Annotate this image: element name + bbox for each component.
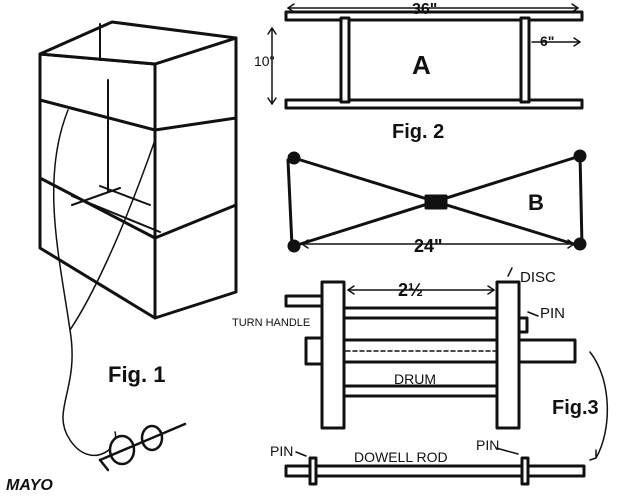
fig2-caption: Fig. 2 (392, 121, 444, 143)
reel-drawing (284, 280, 577, 430)
frame-b-dimension (301, 239, 575, 249)
turn-handle-label: TURN HANDLE (232, 317, 310, 329)
frame-a-height-label: 10" (254, 53, 275, 69)
reel-dimension (347, 267, 609, 461)
rod-pin-left-label: PIN (270, 443, 293, 459)
frame-b-letter: B (528, 190, 544, 215)
disc-label: DISC (520, 269, 556, 286)
dowel-rod-label: DOWELL ROD (354, 449, 448, 465)
dowel-rod-drawing (284, 447, 586, 486)
frame-a-letter: A (412, 50, 431, 80)
box-kite-drawing (38, 20, 238, 457)
frame-a-inset-label: 6" (540, 33, 554, 49)
frame-b-span-label: 24" (414, 236, 443, 256)
drum-label: DRUM (394, 371, 436, 387)
frame-a-drawing (284, 10, 584, 110)
artist-signature: MAYO (6, 477, 53, 494)
reel-gap-label: 2½ (398, 280, 423, 300)
pin-label: PIN (540, 305, 565, 322)
frame-a-dimensions (267, 3, 581, 105)
frame-a-length-label: 36" (412, 1, 437, 18)
line-reel-drawing (98, 422, 187, 472)
rod-pin-right-label: PIN (476, 437, 499, 453)
fig1-caption: Fig. 1 (108, 362, 165, 387)
fig3-caption: Fig.3 (552, 397, 599, 419)
frame-b-drawing (286, 149, 587, 253)
